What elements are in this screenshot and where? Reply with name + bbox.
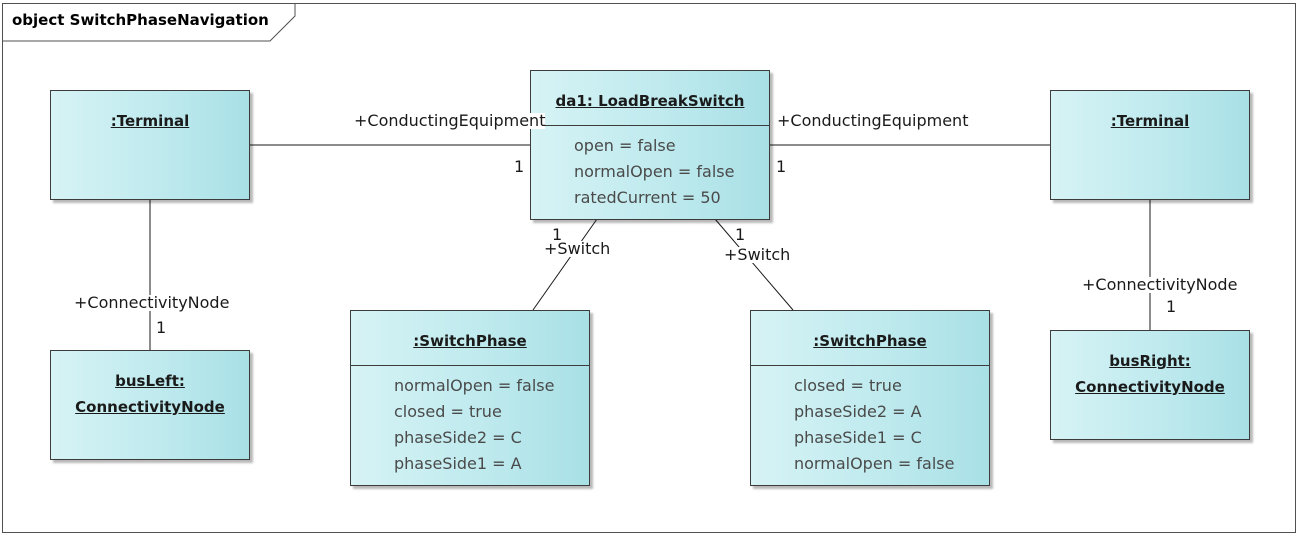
attribute-closed: closed = true: [394, 402, 502, 421]
load-break-switch-title: da1: LoadBreakSwitch: [555, 92, 745, 110]
attribute-phase-side1: phaseSide1 = A: [394, 454, 522, 473]
attribute-phase-side2: phaseSide2 = C: [394, 428, 522, 447]
switch-phase-left-separator: [351, 365, 589, 366]
right-connectivity-node-role: +ConnectivityNode: [1082, 275, 1238, 294]
bus-left-title-line2: ConnectivityNode: [75, 398, 225, 416]
attribute-rated-current: ratedCurrent = 50: [574, 188, 721, 207]
right-switch-multiplicity: 1: [735, 225, 746, 244]
terminal-right-title: :Terminal: [1110, 112, 1190, 130]
terminal-left-title: :Terminal: [110, 112, 190, 130]
switch-phase-right-separator: [751, 365, 989, 366]
right-switch-role: +Switch: [724, 245, 791, 264]
bus-right-title-line2: ConnectivityNode: [1075, 378, 1225, 396]
attribute-normal-open: normalOpen = false: [794, 454, 955, 473]
terminal-left-object[interactable]: :Terminal: [50, 90, 250, 200]
attribute-closed: closed = true: [794, 376, 902, 395]
left-switch-multiplicity: 1: [552, 225, 563, 244]
bus-right-object[interactable]: busRight: ConnectivityNode: [1050, 330, 1250, 440]
left-connectivity-node-role: +ConnectivityNode: [74, 293, 230, 312]
bus-right-title-line1: busRight:: [1109, 352, 1191, 370]
right-connectivity-node-multiplicity: 1: [1166, 297, 1177, 316]
bus-left-title-line1: busLeft:: [115, 372, 185, 390]
left-switch-role: +Switch: [544, 239, 611, 258]
right-conducting-equipment-multiplicity: 1: [776, 157, 787, 176]
switch-phase-right-title: :SwitchPhase: [813, 332, 927, 350]
link-switch-phase-right: [714, 218, 794, 311]
frame-name-tab: [3, 4, 296, 42]
diagram-frame: [2, 3, 1296, 533]
left-conducting-equipment-role: +ConductingEquipment: [354, 111, 546, 130]
switch-phase-right-object[interactable]: :SwitchPhase closed = true phaseSide2 = …: [750, 310, 990, 486]
frame-title: object SwitchPhaseNavigation: [12, 11, 269, 29]
attribute-phase-side2: phaseSide2 = A: [794, 402, 922, 421]
left-connectivity-node-multiplicity: 1: [156, 318, 167, 337]
right-conducting-equipment-role: +ConductingEquipment: [777, 111, 969, 130]
switch-phase-left-object[interactable]: :SwitchPhase normalOpen = false closed =…: [350, 310, 590, 486]
bus-left-object[interactable]: busLeft: ConnectivityNode: [50, 350, 250, 460]
terminal-right-object[interactable]: :Terminal: [1050, 90, 1250, 200]
link-switch-phase-left: [532, 218, 598, 311]
load-break-switch-separator: [531, 125, 769, 126]
attribute-normal-open: normalOpen = false: [394, 376, 555, 395]
load-break-switch-object[interactable]: da1: LoadBreakSwitch open = false normal…: [530, 70, 770, 220]
attribute-open: open = false: [574, 136, 676, 155]
switch-phase-left-title: :SwitchPhase: [413, 332, 527, 350]
left-conducting-equipment-multiplicity: 1: [514, 157, 525, 176]
attribute-normal-open: normalOpen = false: [574, 162, 735, 181]
attribute-phase-side1: phaseSide1 = C: [794, 428, 922, 447]
